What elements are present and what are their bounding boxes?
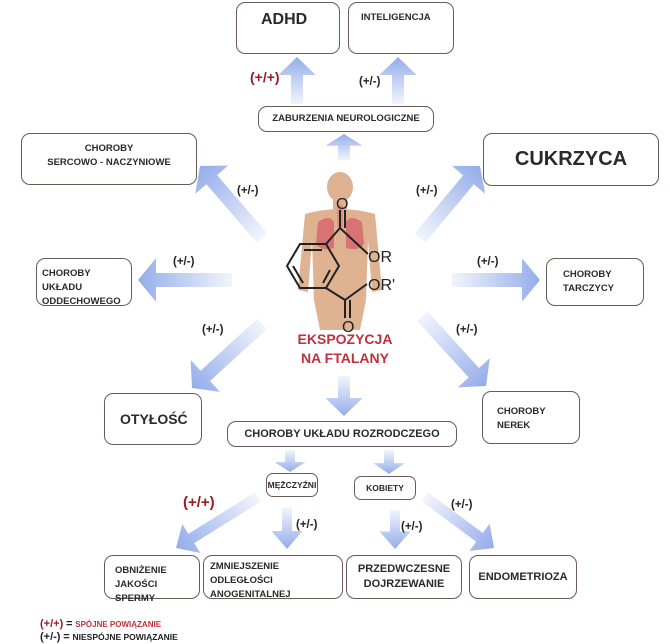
legend-consistent-equals: = — [66, 618, 73, 630]
edge-label-otylosc: (+/-) — [202, 324, 224, 336]
legend-inconsistent-key: (+/-) — [40, 631, 61, 643]
arrow-to-anogenital — [271, 508, 303, 549]
phthalate-molecule — [285, 210, 369, 318]
node-inteligencja-label: INTELIGENCJA — [361, 12, 431, 23]
edge-label-nerki: (+/-) — [456, 324, 478, 336]
oxygen-top-label: O — [336, 196, 348, 213]
node-tarczyca-line1: CHOROBY — [563, 269, 612, 280]
node-oddechowe-line1: CHOROBY UKŁADU — [42, 268, 91, 293]
node-przedwczesne-dojrzewanie: PRZEDWCZESNE DOJRZEWANIE — [346, 555, 462, 599]
node-adhd: ADHD — [236, 2, 340, 54]
node-choroby-nerek: CHOROBY NEREK — [482, 391, 580, 444]
edge-label-cukrzyca: (+/-) — [416, 185, 438, 197]
node-dojrzewanie-line2: DOJRZEWANIE — [363, 578, 445, 590]
legend-inconsistent: (+/-) = NIESPÓJNE POWIĄZANIE — [40, 631, 178, 643]
node-zmniejszenie-odleglosci-anogenitalnej: ZMNIEJSZENIE ODLEGŁOŚCI ANOGENITALNEJ — [203, 555, 343, 600]
edge-label-sperma: (+/+) — [183, 494, 215, 511]
center-title-line2: NA FTALANY — [301, 350, 389, 366]
node-choroby-sercowo-naczyniowe: CHOROBY SERCOWO - NACZYNIOWE — [21, 133, 197, 185]
node-endometrioza-label: ENDOMETRIOZA — [478, 570, 568, 583]
oxygen-bottom-label: O — [342, 319, 354, 336]
substituent-or-prime-label: OR' — [368, 277, 395, 294]
arrow-to-inteligencja — [379, 57, 417, 104]
node-rozrodczy-label: CHOROBY UKŁADU ROZRODCZEGO — [244, 427, 440, 440]
arrow-to-dojrzewanie — [379, 510, 411, 549]
edge-label-anogenital: (+/-) — [296, 519, 318, 531]
arrow-to-rozrodczy — [325, 376, 363, 416]
arrow-to-nerki — [416, 311, 490, 388]
substituent-or-label: OR — [368, 249, 392, 266]
arrow-to-endometrioza — [421, 492, 495, 552]
node-sperma-line2: JAKOŚCI SPERMY — [115, 579, 158, 604]
node-choroby-tarczycy: CHOROBY TARCZYCY — [546, 258, 644, 306]
edge-label-adhd: (+/+) — [250, 69, 280, 85]
node-nerki-line2: NEREK — [497, 420, 531, 431]
node-mezczyzni-label: MĘŻCZYŹNI — [267, 480, 317, 490]
edge-label-tarczyca: (+/-) — [477, 256, 499, 268]
node-sercowo-line1: CHOROBY — [84, 143, 134, 154]
node-dojrzewanie-line1: PRZEDWCZESNE — [357, 563, 451, 575]
arrow-to-cukrzyca — [414, 165, 486, 243]
arrow-to-oddechowe — [138, 258, 232, 302]
node-anogenital-line1: ZMNIEJSZENIE ODLEGŁOŚCI — [210, 561, 280, 586]
arrow-to-otylosc — [190, 318, 267, 392]
node-cukrzyca-label: CUKRZYCA — [514, 148, 628, 170]
center-title-line1: EKSPOZYCJA — [297, 331, 393, 347]
arrow-to-adhd — [278, 57, 316, 104]
node-zaburzenia-label: ZABURZENIA NEUROLOGICZNE — [272, 113, 420, 124]
node-adhd-label: ADHD — [261, 11, 308, 28]
edge-label-dojrzewanie: (+/-) — [401, 521, 423, 533]
node-nerki-line1: CHOROBY — [497, 406, 546, 417]
legend-inconsistent-text: NIESPÓJNE POWIĄZANIE — [72, 632, 178, 642]
node-oddechowe-line2: ODDECHOWEGO — [42, 296, 121, 307]
edge-label-inteligencja: (+/-) — [359, 76, 381, 88]
node-otylosc: OTYŁOŚĆ — [104, 393, 202, 445]
arrow-to-sperma — [176, 492, 261, 553]
node-sperma-line1: OBNIŻENIE — [115, 565, 167, 576]
node-kobiety-label: KOBIETY — [366, 483, 404, 493]
legend-consistent-text: SPÓJNE POWIĄZANIE — [75, 620, 162, 629]
edge-label-sercowo: (+/-) — [237, 185, 259, 197]
node-choroby-ukladu-rozrodczego: CHOROBY UKŁADU ROZRODCZEGO — [227, 421, 457, 447]
center-title: EKSPOZYCJA NA FTALANY — [270, 330, 420, 368]
node-zaburzenia-neurologiczne: ZABURZENIA NEUROLOGICZNE — [258, 106, 434, 132]
legend-inconsistent-equals: = — [63, 631, 70, 643]
node-kobiety: KOBIETY — [354, 476, 416, 500]
node-anogenital-line2: ANOGENITALNEJ — [210, 589, 291, 600]
arrow-to-tarczyca — [452, 258, 540, 302]
arrow-to-sercowo — [195, 165, 268, 243]
node-otylosc-label: OTYŁOŚĆ — [120, 411, 188, 427]
node-sercowo-line2: SERCOWO - NACZYNIOWE — [47, 157, 171, 168]
node-tarczyca-line2: TARCZYCY — [563, 283, 615, 294]
node-choroby-ukladu-oddechowego: CHOROBY UKŁADU ODDECHOWEGO — [36, 258, 132, 307]
arrow-to-kobiety — [373, 450, 405, 474]
edge-label-endometrioza: (+/-) — [451, 499, 473, 511]
edge-label-oddechowe: (+/-) — [173, 256, 195, 268]
node-inteligencja: INTELIGENCJA — [348, 2, 454, 54]
legend-consistent-key: (+/+) — [40, 618, 64, 630]
node-obnizenie-jakosci-spermy: OBNIŻENIE JAKOŚCI SPERMY — [104, 555, 200, 604]
node-endometrioza: ENDOMETRIOZA — [469, 555, 577, 599]
arrow-to-zaburzenia — [325, 134, 363, 160]
arrow-to-mezczyzni — [274, 450, 306, 472]
legend-consistent: (+/+) = SPÓJNE POWIĄZANIE — [40, 618, 161, 630]
node-cukrzyca: CUKRZYCA — [483, 133, 659, 186]
node-mezczyzni: MĘŻCZYŹNI — [266, 473, 318, 497]
